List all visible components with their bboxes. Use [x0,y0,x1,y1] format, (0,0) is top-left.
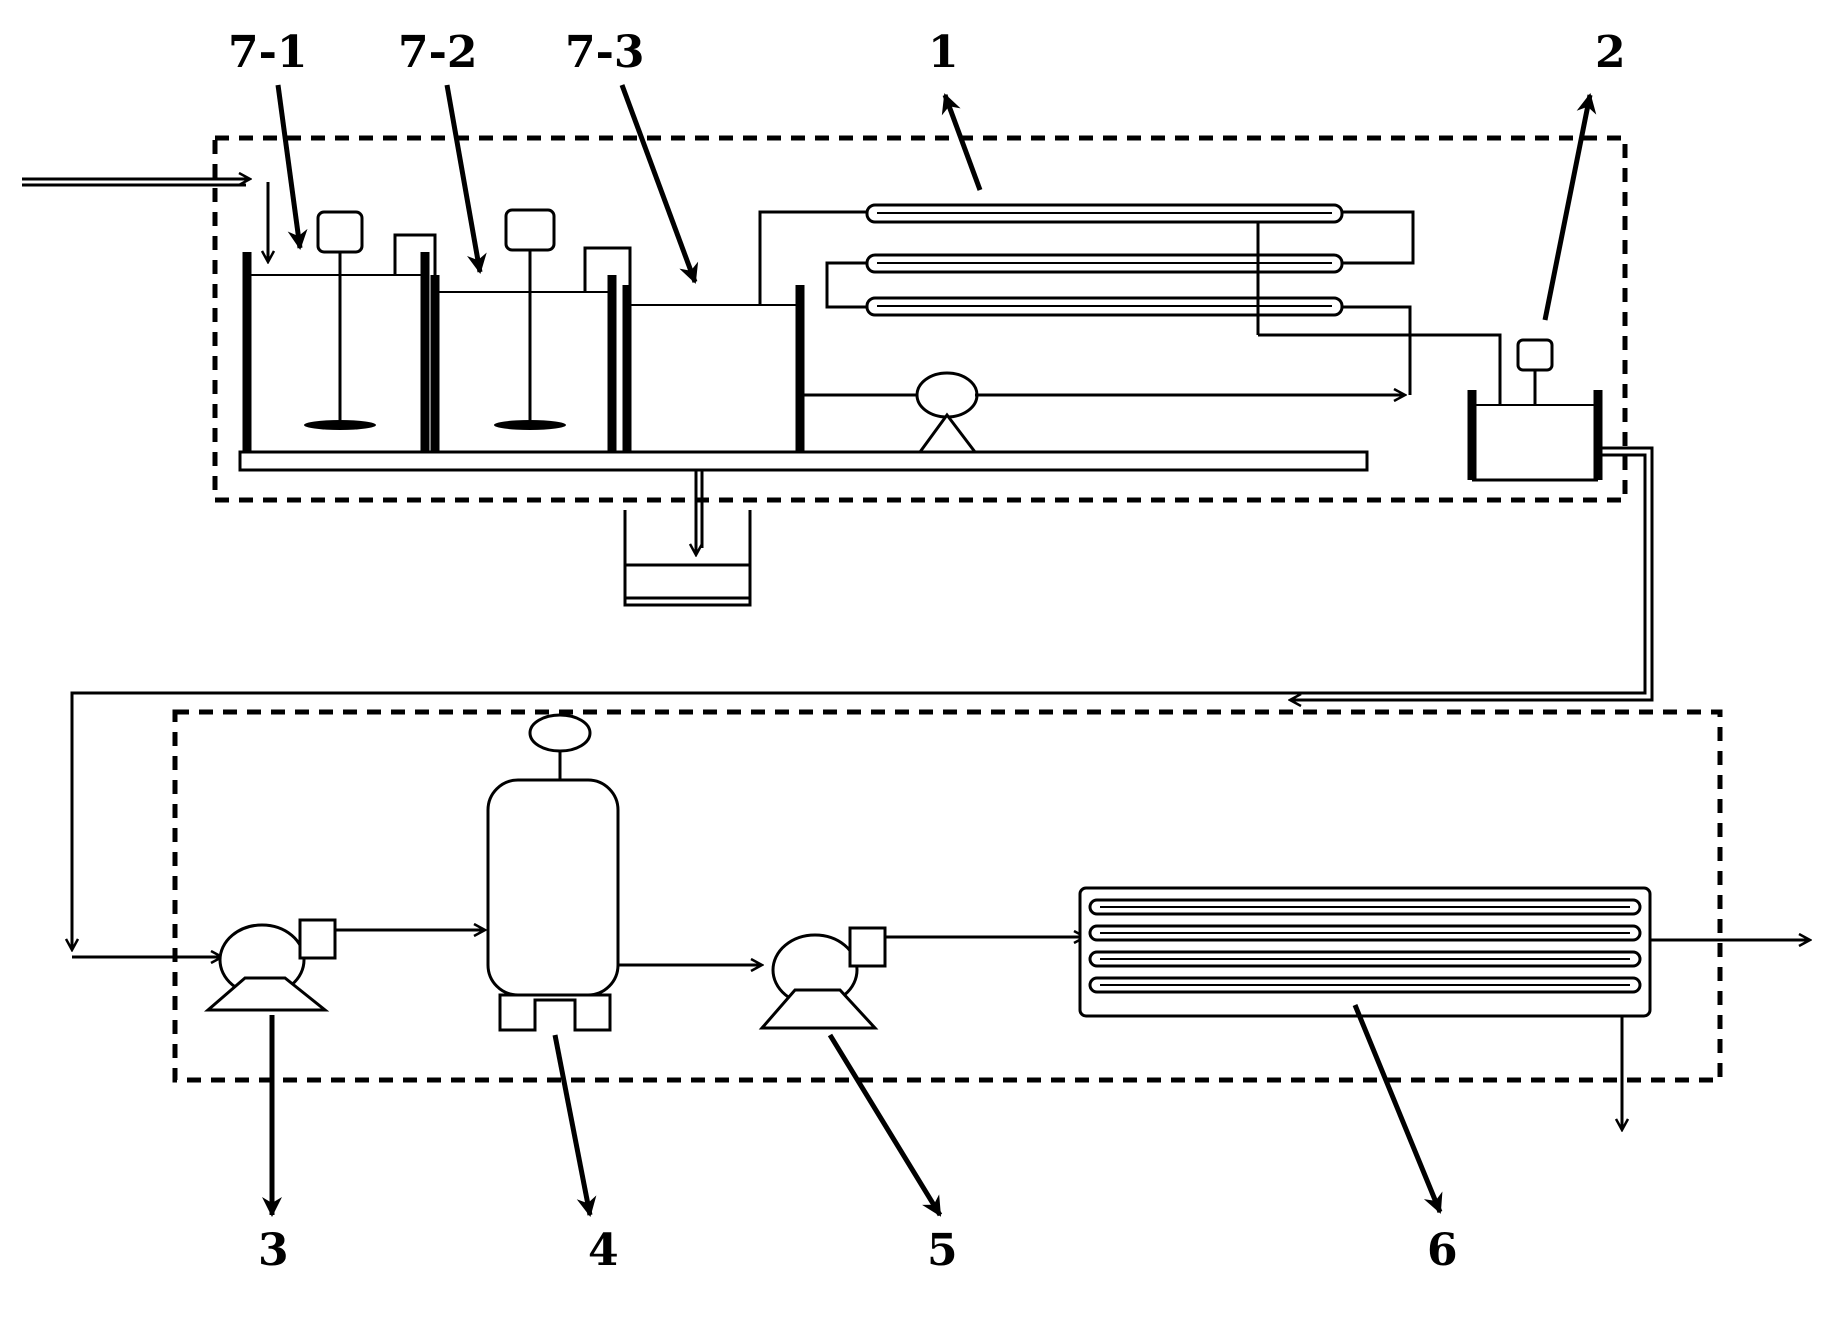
label-7-2: 7-2 [398,27,478,78]
inlet-pipe [22,179,268,262]
tank-7-1 [242,210,430,452]
lower-boundary-box [172,709,1723,1083]
sludge-drain [623,470,752,607]
label-4: 4 [588,1225,619,1276]
callout-arrow-5 [827,1033,943,1217]
callout-arrow-7-2 [444,84,487,274]
label-3: 3 [258,1225,289,1276]
callout-arrow-7-1 [275,84,308,250]
label-7-1: 7-1 [228,27,308,78]
feed-pipe-to-module-1 [758,210,870,305]
callout-arrow-1 [941,93,983,191]
upper-treatment-module [22,135,1654,950]
callout-arrow-2 [1542,93,1597,321]
membrane-module-1 [825,203,1502,405]
transfer-pipe [1290,446,1654,700]
pump-3 [203,918,485,1012]
label-5: 5 [927,1225,958,1276]
transfer-pipe-return [72,453,1647,950]
callout-arrow-7-3 [619,84,699,284]
label-6: 6 [1427,1225,1458,1276]
recirculation-pump [800,371,1405,454]
callout-arrow-4 [552,1034,597,1217]
labels: 7-1 7-2 7-3 1 2 3 4 5 6 [228,27,1626,1276]
lower-treatment-module [72,709,1810,1130]
callout-arrows [262,84,1597,1217]
label-1: 1 [928,27,959,78]
upper-boundary-box [212,135,1628,503]
tank-2 [1467,338,1603,482]
base-platform [238,450,1369,472]
callout-arrow-6 [1352,1004,1443,1214]
pump-5 [758,926,1085,1030]
vessel-4 [486,713,762,1032]
tank-7-3 [622,285,805,452]
connector-7-2-to-7-3 [583,246,632,292]
connector-7-1-to-7-2 [393,233,437,275]
tank-7-2 [430,208,617,452]
label-7-3: 7-3 [565,27,645,78]
label-2: 2 [1595,27,1626,78]
membrane-module-6 [1078,886,1810,1130]
